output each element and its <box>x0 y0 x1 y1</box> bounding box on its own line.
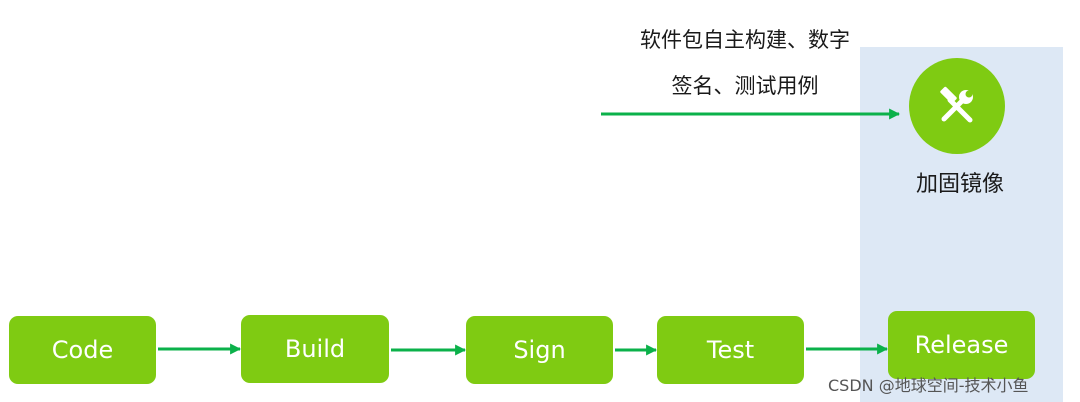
tools-icon <box>940 86 973 123</box>
watermark: CSDN @地球空间-技术小鱼 <box>828 376 1029 395</box>
stage-release: Release <box>888 311 1035 379</box>
hardening-caption: 加固镜像 <box>915 172 1004 197</box>
stage-test: Test <box>657 316 804 384</box>
annotation-line-2: 签名、测试用例 <box>671 74 819 98</box>
stage-code: Code <box>9 316 156 384</box>
stage-build: Build <box>241 315 389 383</box>
annotation-line-1: 软件包自主构建、数字 <box>640 28 850 52</box>
hardening-icon-circle <box>909 58 1005 154</box>
stage-sign: Sign <box>466 316 613 384</box>
